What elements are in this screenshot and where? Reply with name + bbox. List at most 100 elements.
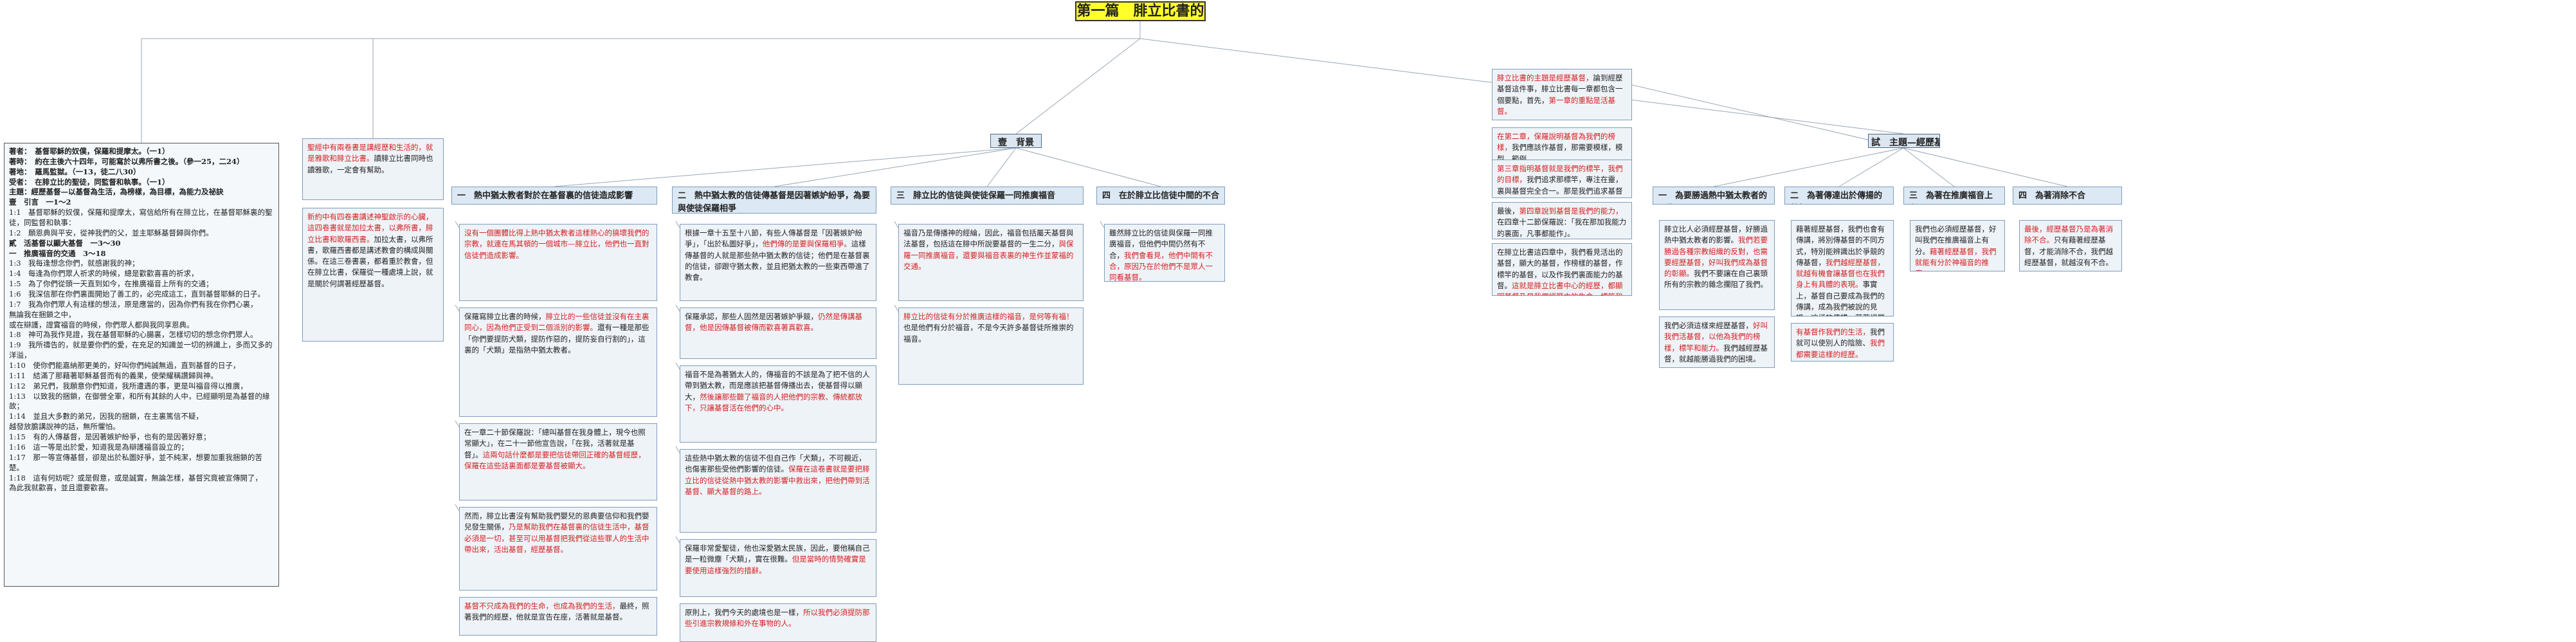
background-note: 原則上，我們今天的處境也是一樣，所以我們必須提防那些引進宗教規條和外在事物的人。 — [680, 603, 876, 642]
connector-line — [675, 362, 680, 370]
overview-note: 聖經中有兩卷書是講經歷和生活的，就是雅歌和腓立比書。讀腓立比書同時也讀雅歌，一定… — [302, 138, 444, 200]
intro-line: 著者： 基督耶穌的奴僕，保羅和提摩太。（一1） — [9, 147, 170, 156]
intro-line: 越發放膽講說神的話，無所懼怕。 — [9, 422, 120, 432]
background-note: 沒有一個團體比得上熱中猶太教者這樣熱心的搞壞我們的宗教，就連在馬其頓的一個城市—… — [459, 224, 657, 301]
note-text: 最後， — [1497, 206, 1519, 216]
theme-section-heading: 一 為要勝過熱中猶太教者的影響 — [1653, 187, 1775, 205]
intro-line: 1:16 這一等是出於愛，知道我是為辯護福音設立的； — [9, 442, 188, 452]
intro-line: 1:9 我所禱告的，就是要你們的愛，在充足的知識並一切的辨識上，多而又多的洋溢， — [9, 340, 273, 360]
intro-line: 著時： 約在主後六十四年，可能寫於以弗所書之後。（參一25，二24） — [9, 156, 244, 166]
note-text: 藉著經歷基督，我們也會有傳講，將別傳基督的不同方式，特別能辨識出於爭競的傳基督， — [1796, 225, 1885, 267]
theme-intro-note: 最後，第四章說到基督是我們的能力，在四章十二節保羅說：「我在那加我能力的裏面，凡… — [1492, 202, 1632, 239]
connector-line — [1838, 147, 1904, 187]
intro-line: 1:4 每逢為你們眾人祈求的時候，總是歡歡喜喜的祈求， — [9, 269, 199, 279]
intro-line: 壹 引言 一1～2 — [9, 197, 71, 207]
theme-note: 我們必須這樣來經歷基督，好叫我們活基督，以他為我們的榜樣，標竿和能力。我們越經歷… — [1659, 316, 1775, 368]
note-text: 只有藉著經歷基督，才能消除不合，我們越經歷基督，就越沒有不合。 — [2024, 235, 2113, 267]
note-text: 這就是腓立比書中心的經歷，都顯明基督乃是我們經歷中的生命，標竿和能力。 — [1497, 280, 1623, 295]
note-text: 我們都需要這樣的經歷。 — [1796, 338, 1885, 359]
connector-line — [455, 304, 460, 312]
connector-line — [774, 147, 1017, 187]
background-note: 根據一章十五至十八節，有些人傳基督是「因著嫉妒紛爭」，「出於私圖好爭」，他們傳的… — [680, 224, 876, 301]
background-note: 基督不只成為我們的生命，也成為我們的生活，最終，照著我們的經歷，他就是宣告在座，… — [459, 597, 657, 636]
note-text: 腓立比人必須經歷基督，好勝過熱中猶太教者的影響。 — [1664, 225, 1768, 245]
intro-line: 一 推廣福音的交通 3～18 — [9, 248, 106, 258]
note-text: 藉著經歷基督，我們就能有分於神福音的推廣。 — [1915, 246, 1997, 271]
note-text: 然而，腓立比書沒有幫助我們嬰兒的恩典要信仰和我們嬰兒發生關係， — [464, 511, 649, 532]
note-text: 我們越經歷基督，就越能勝過我們的困境。 — [1664, 343, 1768, 363]
note-text: 原則上，我們今天的處境也是一樣， — [685, 608, 803, 617]
connector-line — [986, 147, 1017, 187]
intro-line: 1:17 那一等宣傳基督，卻是出於私圖好爭，並不純潔，想要加重我捆鎖的苦楚。 — [9, 452, 262, 472]
connector-line — [675, 304, 680, 312]
theme-intro-note: 在第二章，保羅說明基督為我們的榜樣，我們應該作基督，那需要模樣，模型，範例。 — [1492, 127, 1632, 162]
connector-line — [1713, 147, 1904, 187]
note-text: 腓立比的信徒有分於推廣這樣的福音，是何等有福！ — [903, 312, 1074, 321]
note-text: 然後讓那些聽了福音的人把他們的宗教、傳統都放下，只讓基督活在他們的心中。 — [685, 392, 862, 412]
note-text: 與保羅一同推廣福音，還要與福音表裏的神生作並蒙福的交通。 — [903, 239, 1074, 271]
note-text: 讀腓立比書同時也讀雅歌，一定會有幫助。 — [307, 154, 433, 174]
background-section-heading: 二 熱中猶太教的信徒傳基督是因著嫉妒紛爭，為要與使徒保羅相爭 — [672, 187, 876, 214]
intro-line: 貳 活基督以顯大基督 一3～30 — [9, 238, 121, 248]
connector-line — [455, 504, 460, 511]
theme-note: 藉著經歷基督，我們也會有傳講，將別傳基督的不同方式，特別能辨識出於爭競的傳基督，… — [1791, 220, 1894, 316]
intro-line: 為此我就歡喜，並且還要歡喜。 — [9, 483, 113, 493]
note-text: 這樣傳基督的人就是那些熱中猶太教的信徒；他們是在基督裏的信徒，卻跟守猶太教，並且… — [685, 239, 870, 282]
note-text: 也是他們有分於福音，不是今天許多基督徒所推崇的福音。 — [903, 323, 1074, 344]
note-text: 仍然是傳講基督，他是因傳基督被傳而歡喜著真歡喜。 — [685, 312, 862, 333]
note-text: 保羅寫腓立比書的時候， — [464, 312, 546, 321]
background-note: 保羅非常愛聖徒，他也深愛猶太民族，因此，要他稱自己是一粒微塵「犬類」，實在很難。… — [680, 539, 876, 597]
intro-line: 1:2 願恩典與平安，從神我們的父，並主耶穌基督歸與你們。 — [9, 228, 213, 237]
background-section-heading: 三 腓立比的信徒與使徒保羅一同推廣福音 — [891, 187, 1084, 205]
background-note: 雖然腓立比的信徒與保羅一同推廣福音，但他們中間仍然有不合，我們會看見，他們中間有… — [1104, 224, 1225, 282]
intro-line: 1:15 有的人傳基督，是因著嫉妒紛爭，也有的是因著好意； — [9, 432, 211, 442]
intro-line: 或在辯護，證實福音的時候，你們眾人都與我同享恩典。 — [9, 320, 194, 329]
note-text: 我們就可以使別人的陰險、 — [1796, 327, 1885, 348]
note-text: 加拉太書，以弗所書，歌羅西書都是講述教會的構成與關係。在這三卷書裏，都着重於教會… — [307, 234, 433, 288]
intro-line: 1:8 神可為我作見證，我在基督耶穌的心腸裏，怎樣切切的想念你們眾人。 — [9, 330, 258, 340]
background-note: 腓立比的信徒有分於推廣這樣的福音，是何等有福！ 也是他們有分於福音，不是今天許多基… — [898, 307, 1084, 385]
theme-intro-note: 腓立比書的主題是經歷基督，論到經歷基督這件事，腓立比書每一章都包含一個要點，首先… — [1492, 69, 1632, 120]
note-text: 還有一種是那些「你們要提防犬類，提防作惡的，提防妄自行割的」，這裏的「犬類」是指… — [464, 323, 649, 354]
background-heading: 壹 背景 — [990, 134, 1042, 148]
note-text: 但是當時的情勢確實是要使用這樣強烈的措辭。 — [685, 555, 866, 575]
intro-line: 1:11 結滿了那藉著耶穌基督而有的義果，使榮耀稱讚歸與神。 — [9, 371, 218, 380]
note-text: 我們也必須經歷基督，好叫我們在推廣福音上有分。 — [1915, 225, 1997, 256]
theme-note: 有基督作我們的生活，我們就可以使別人的陰險、我們都需要這樣的經歷。 — [1791, 323, 1894, 362]
intro-line: 1:5 為了你們從頭一天直到如今，在推廣福音上所有的交通； — [9, 279, 213, 289]
connector-line — [554, 147, 1017, 187]
intro-line: 1:6 我深信那在你們裏面開始了善工的，必完成這工，直到基督耶穌的日子。 — [9, 289, 266, 299]
background-note: 然而，腓立比書沒有幫助我們嬰兒的恩典要信仰和我們嬰兒發生關係，乃是幫助我們在基督… — [459, 507, 657, 591]
connector-line — [1903, 147, 2068, 187]
note-text: 最後，經歷基督乃是為著消除不合。 — [2024, 225, 2113, 245]
note-text: 保羅非常愛聖徒，他也深愛猶太民族，因此，要他稱自己是一粒微塵「犬類」，實在很難。 — [685, 544, 870, 564]
note-text: 好叫我們活基督，以他為我們的榜樣，標竿和能力。 — [1664, 321, 1768, 353]
note-text: 有基督作我們的生活， — [1796, 327, 1870, 336]
connector-line — [675, 446, 680, 454]
note-text: 在一章二十節保羅說：「總叫基督在我身體上，現今也照常顯大」，在二十一節他宣告說，… — [464, 428, 646, 459]
note-text: 我們若要勝過各種宗教組織的反對，也需要經歷基督，好叫我們成為基督的彰顯。 — [1664, 235, 1768, 278]
note-text: 我們越經歷基督，就越有機會讓基督也在我們身上有具體的表現。 — [1796, 257, 1885, 289]
theme-heading: 試 主題—經歷基督 — [1868, 134, 1940, 148]
intro-line: 受者： 在腓立比的聖徒，同監督和執事。（一1） — [9, 177, 170, 187]
intro-line: 1:1 基督耶穌的奴僕，保羅和提摩太，寫信給所有在腓立比，在基督耶穌裏的聖徒，同… — [9, 208, 273, 228]
note-text: 我們會看見，他們中間有不合，原因乃在於他們不是眾人一同看基督。 — [1109, 250, 1213, 282]
background-note: 保羅寫腓立比書的時候，腓立比的一些信徒並沒有在主裏同心，因為他們正受到二個派別的… — [459, 307, 657, 417]
connector-line — [1903, 147, 1955, 187]
note-text: 福音乃是傳播神的經綸，因此，福音包括屬天基督與法基督，包括這在腓中所說要基督的一… — [903, 228, 1074, 249]
note-text: 新約中有四卷書講述神聖啟示的心臟，這四卷書就是加拉太書，以弗所書，腓立比書和歌羅… — [307, 212, 433, 244]
intro-scripture-block: 著者： 基督耶穌的奴僕，保羅和提摩太。（一1）著時： 約在主後六十四年，可能寫於… — [4, 143, 279, 587]
background-note: 在一章二十節保羅說：「總叫基督在我身體上，現今也照常顯大」，在二十一節他宣告說，… — [459, 423, 657, 500]
connector-line — [455, 420, 460, 428]
note-text: 根據一章十五至十八節，有些人傳基督是「因著嫉妒紛爭」，「出於私圖好爭」， — [685, 228, 862, 249]
note-text: 保羅承認，那些人固然是因著嫉妒爭競， — [685, 312, 818, 321]
note-text: 基督不只成為我們的生命，也成為我們的生活， — [464, 601, 620, 610]
theme-section-heading: 四 為著消除不合 — [2013, 187, 2122, 205]
intro-note: 新約中有四卷書講述神聖啟示的心臟，這四卷書就是加拉太書，以弗所書，腓立比書和歌羅… — [302, 208, 444, 342]
map-title: 第一篇 腓立比書的背景和主題 — [1075, 1, 1206, 21]
background-note: 這些熱中猶太教的信徒不但自己作「犬類」，不可親近，也傷害那些受他們影響的信徒。保… — [680, 449, 876, 533]
background-section-heading: 一 熱中猶太教者對於在基督裏的信徒造成影響 — [451, 187, 657, 205]
background-section-heading: 四 在於腓立比信徒中間的不合 — [1096, 187, 1225, 205]
note-text: 在第二章，保羅說明基督為我們的榜樣， — [1497, 132, 1615, 152]
intro-line: 無論我在捆鎖之中， — [9, 309, 76, 319]
